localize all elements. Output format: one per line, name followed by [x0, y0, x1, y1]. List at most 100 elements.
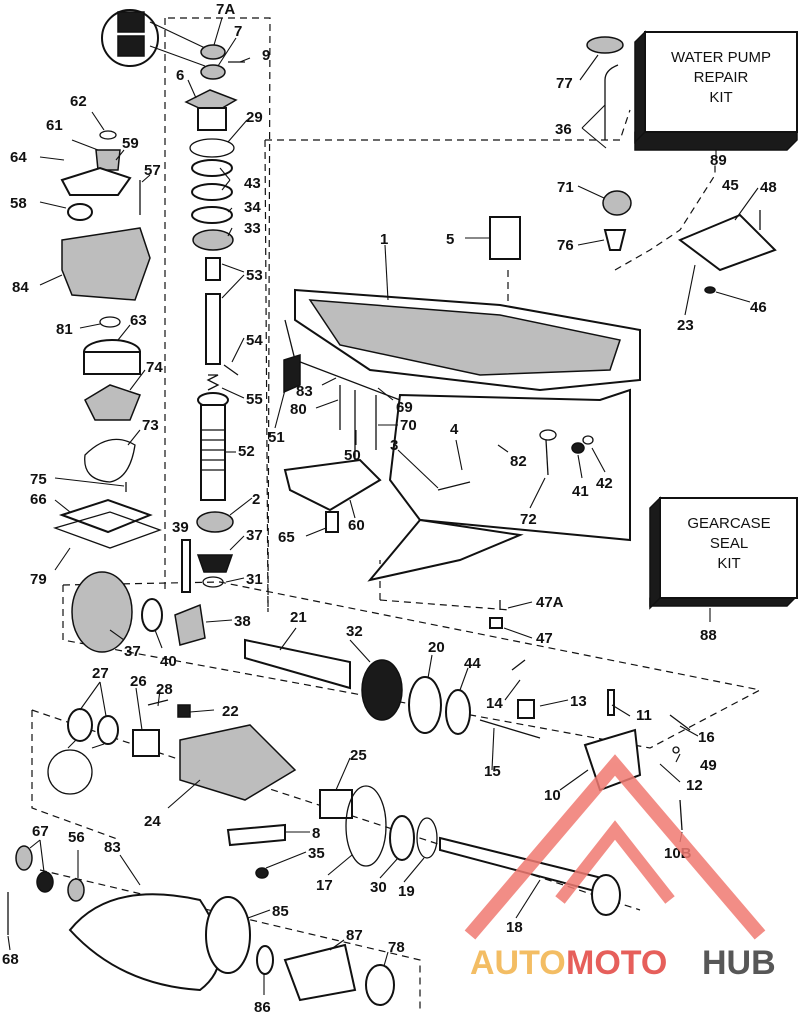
callout-30: 30 — [370, 879, 387, 896]
callout-46: 46 — [750, 299, 767, 316]
callout-31: 31 — [246, 571, 263, 588]
callout-87: 87 — [346, 927, 363, 944]
callout-18: 18 — [506, 919, 523, 936]
watermark-moto: MOTO — [566, 944, 667, 982]
callout-26: 26 — [130, 673, 147, 690]
callout-3: 3 — [390, 437, 398, 454]
callout-34: 34 — [244, 199, 261, 216]
callout-68: 68 — [2, 951, 19, 968]
callout-16: 16 — [698, 729, 715, 746]
callout-54: 54 — [246, 332, 263, 349]
callout-81: 81 — [56, 321, 73, 338]
callout-77: 77 — [556, 75, 573, 92]
callout-80: 80 — [290, 401, 307, 418]
callout-47: 47 — [536, 630, 553, 647]
water-tube-assembly — [586, 36, 777, 294]
kit-line: KIT — [717, 555, 740, 572]
callout-83: 83 — [104, 839, 121, 856]
callout-69: 69 — [396, 399, 413, 416]
callout-59: 59 — [122, 135, 139, 152]
callout-76: 76 — [557, 237, 574, 254]
callout-11: 11 — [636, 707, 652, 724]
gearcase — [283, 216, 641, 629]
callout-58: 58 — [10, 195, 27, 212]
callout-10: 10 — [544, 787, 561, 804]
callout-55: 55 — [246, 391, 263, 408]
group-outline — [379, 599, 511, 611]
callout-2: 2 — [252, 491, 260, 508]
callout-6: 6 — [176, 67, 184, 84]
callout-22: 22 — [222, 703, 239, 720]
callout-32: 32 — [346, 623, 363, 640]
group-outline — [39, 869, 421, 1010]
callout-24: 24 — [144, 813, 161, 830]
callout-85: 85 — [272, 903, 289, 920]
callout-13: 13 — [570, 693, 587, 710]
callout-48: 48 — [760, 179, 777, 196]
callout-65: 65 — [278, 529, 295, 546]
group-outline — [264, 139, 269, 613]
callout-43: 43 — [244, 175, 261, 192]
callout-82: 82 — [510, 453, 527, 470]
driveshaft-stack — [101, 9, 245, 593]
kit-number: 88 — [700, 627, 717, 644]
callout-83: 83 — [296, 383, 313, 400]
callout-79: 79 — [30, 571, 47, 588]
triangle-logo-icon — [464, 754, 766, 940]
callout-12: 12 — [686, 777, 703, 794]
callout-labels: 7A 7 9 6 29 43 34 33 53 54 55 52 2 37 31… — [2, 1, 777, 1016]
callout-23: 23 — [677, 317, 694, 334]
callout-78: 78 — [388, 939, 405, 956]
callout-75: 75 — [30, 471, 47, 488]
callout-7: 7 — [234, 23, 242, 40]
callout-20: 20 — [428, 639, 445, 656]
callout-44: 44 — [464, 655, 481, 672]
watermark-logo: AUTO MOTO HUB — [464, 754, 776, 982]
callout-49: 49 — [700, 757, 717, 774]
group-outline — [62, 585, 761, 749]
callout-41: 41 — [572, 483, 589, 500]
callout-52: 52 — [238, 443, 255, 460]
callout-4: 4 — [450, 421, 459, 438]
callout-29: 29 — [246, 109, 263, 126]
callout-66: 66 — [30, 491, 47, 508]
callout-86: 86 — [254, 999, 271, 1016]
callout-61: 61 — [46, 117, 63, 134]
callout-19: 19 — [398, 883, 415, 900]
callout-56: 56 — [68, 829, 85, 846]
kit-number: 89 — [710, 152, 727, 169]
group-outline — [265, 109, 631, 141]
callout-62: 62 — [70, 93, 87, 110]
water-pump-assembly — [52, 130, 162, 549]
callout-74: 74 — [146, 359, 163, 376]
triangle-logo-icon — [555, 820, 675, 904]
callout-39: 39 — [172, 519, 189, 536]
callout-37: 37 — [124, 643, 141, 660]
callout-27: 27 — [92, 665, 109, 682]
callout-5: 5 — [446, 231, 454, 248]
callout-38: 38 — [234, 613, 251, 630]
kit-line: SEAL — [710, 535, 748, 552]
kit-line: GEARCASE — [687, 515, 770, 532]
callout-37: 37 — [246, 527, 263, 544]
group-outline — [31, 710, 121, 841]
watermark-auto: AUTO — [470, 944, 566, 982]
callout-45: 45 — [722, 177, 739, 194]
callout-28: 28 — [156, 681, 173, 698]
callout-71: 71 — [557, 179, 574, 196]
callout-25: 25 — [350, 747, 367, 764]
callout-40: 40 — [160, 653, 177, 670]
group-outline — [614, 160, 716, 271]
water-pump-kit-box: WATER PUMP REPAIR KIT 89 — [634, 30, 798, 169]
callout-17: 17 — [316, 877, 333, 894]
kit-line: REPAIR — [694, 69, 749, 86]
callout-64: 64 — [10, 149, 27, 166]
lower-unit-parts — [7, 571, 691, 1006]
callout-35: 35 — [308, 845, 325, 862]
callout-8: 8 — [312, 825, 320, 842]
callout-9: 9 — [262, 47, 270, 64]
leader-lines — [7, 17, 759, 995]
callout-47A: 47A — [536, 594, 564, 611]
